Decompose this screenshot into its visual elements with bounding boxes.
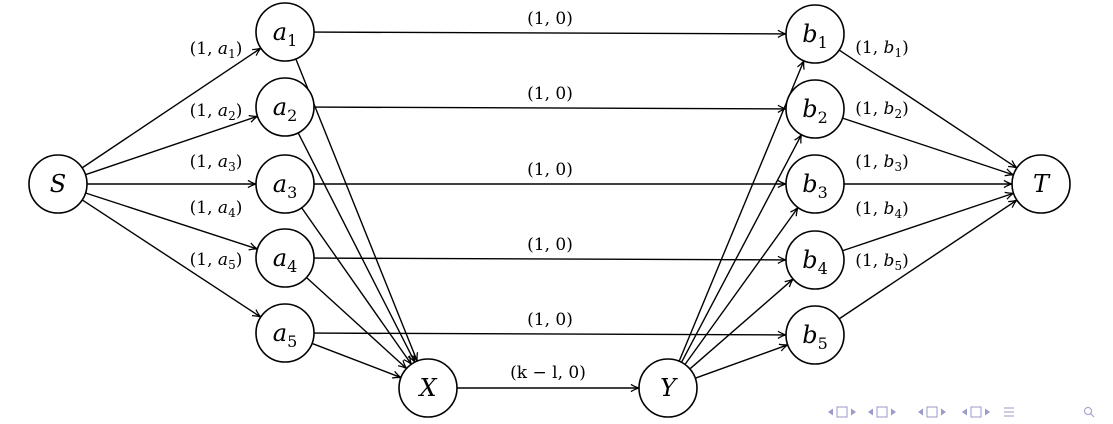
edge-a2-b2: [313, 107, 786, 109]
node-a1: a1: [255, 2, 315, 62]
edge-a5-b5: [313, 333, 786, 335]
edge-label-b4-T: (1, b4): [855, 199, 908, 221]
edge-label-S-a4: (1, a4): [190, 198, 243, 220]
node-a5: a5: [255, 303, 315, 363]
edge-a2-X: [297, 132, 416, 362]
edge-S-a2: [85, 116, 257, 176]
edge-S-a4: [85, 192, 258, 249]
edges-layer: [81, 32, 1017, 388]
nav-section-icon[interactable]: [918, 406, 946, 418]
node-b2: b2: [785, 79, 845, 139]
nav-subsection-icon[interactable]: [962, 406, 990, 418]
node-label-S: S: [50, 170, 66, 198]
node-label-a2: a2: [273, 93, 298, 125]
node-a4: a4: [255, 228, 315, 288]
node-label-a4: a4: [273, 244, 298, 276]
nodes-layer: Sa1 a2 a3 a4 a5X Yb1 b2 b3 b4 b5 T: [28, 2, 1071, 418]
edge-a3-X: [301, 207, 412, 365]
node-Y: Y: [638, 358, 698, 418]
node-b4: b4: [785, 230, 845, 290]
node-T: T: [1011, 154, 1071, 214]
edge-label-S-a3: (1, a3): [190, 152, 243, 174]
nav-first-icon[interactable]: [828, 406, 856, 418]
edge-label-b5-T: (1, b5): [855, 251, 908, 273]
edge-a1-X: [295, 58, 417, 361]
edge-S-a5: [81, 199, 261, 317]
edge-Y-b5: [695, 345, 787, 379]
edge-S-a1: [81, 48, 261, 169]
nav-frame-icon[interactable]: [868, 406, 896, 418]
edge-label-S-a2: (1, a2): [190, 101, 243, 123]
edge-b1-T: [838, 49, 1017, 168]
edge-b2-T: [842, 117, 1014, 175]
edge-label-a2-b2: (1, 0): [527, 84, 573, 104]
node-label-X: X: [417, 374, 437, 402]
node-b3: b3: [785, 154, 845, 214]
node-a2: a2: [255, 77, 315, 137]
edge-label-a1-b1: (1, 0): [527, 9, 573, 29]
node-label-T: T: [1033, 170, 1051, 198]
edge-Y-b4: [689, 279, 793, 370]
node-b5: b5: [785, 305, 845, 365]
edge-a4-b4: [313, 258, 786, 260]
nav-search-icon[interactable]: [1084, 407, 1095, 418]
nav-align-icon[interactable]: [1004, 407, 1014, 417]
node-label-b5: b5: [802, 321, 828, 353]
edge-label-S-a5: (1, a5): [190, 250, 243, 272]
node-b1: b1: [785, 4, 845, 64]
node-X: X: [398, 358, 458, 418]
edge-Y-b1: [678, 61, 804, 362]
edge-b5-T: [838, 200, 1017, 320]
edge-label-b3-T: (1, b3): [855, 152, 908, 174]
edge-label-b1-T: (1, b1): [855, 38, 908, 60]
node-label-a1: a1: [273, 18, 298, 50]
edge-label-b2-T: (1, b2): [855, 99, 908, 121]
edge-a4-X: [305, 276, 406, 369]
beamer-navigation-bar[interactable]: [828, 406, 1095, 418]
node-a3: a3: [255, 154, 315, 214]
edge-label-X-Y: (k − l, 0): [510, 363, 586, 383]
node-label-Y: Y: [660, 374, 678, 402]
edge-label-a4-b4: (1, 0): [527, 235, 573, 255]
edge-b4-T: [842, 193, 1013, 252]
edge-label-S-a1: (1, a1): [190, 39, 243, 61]
edge-labels-layer: (1, a1) (1, a2) (1, a3) (1, a4) (1, a5) (1, 0…: [190, 9, 909, 383]
edge-Y-b2: [680, 135, 803, 363]
edge-label-a5-b5: (1, 0): [527, 310, 573, 330]
edge-a5-X: [311, 342, 401, 377]
edge-label-a3-b3: (1, 0): [527, 160, 573, 180]
node-S: S: [28, 154, 88, 214]
edge-Y-b3: [684, 208, 798, 365]
edge-a1-b1: [313, 32, 786, 34]
